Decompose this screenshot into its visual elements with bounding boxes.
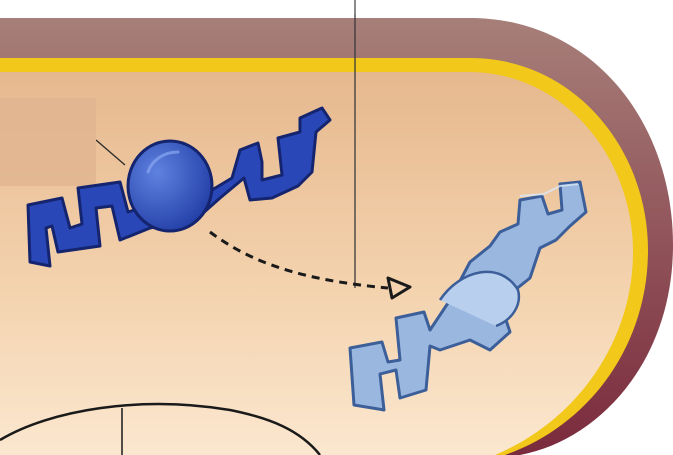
label-box <box>0 98 96 186</box>
ligand-ball <box>128 141 212 231</box>
